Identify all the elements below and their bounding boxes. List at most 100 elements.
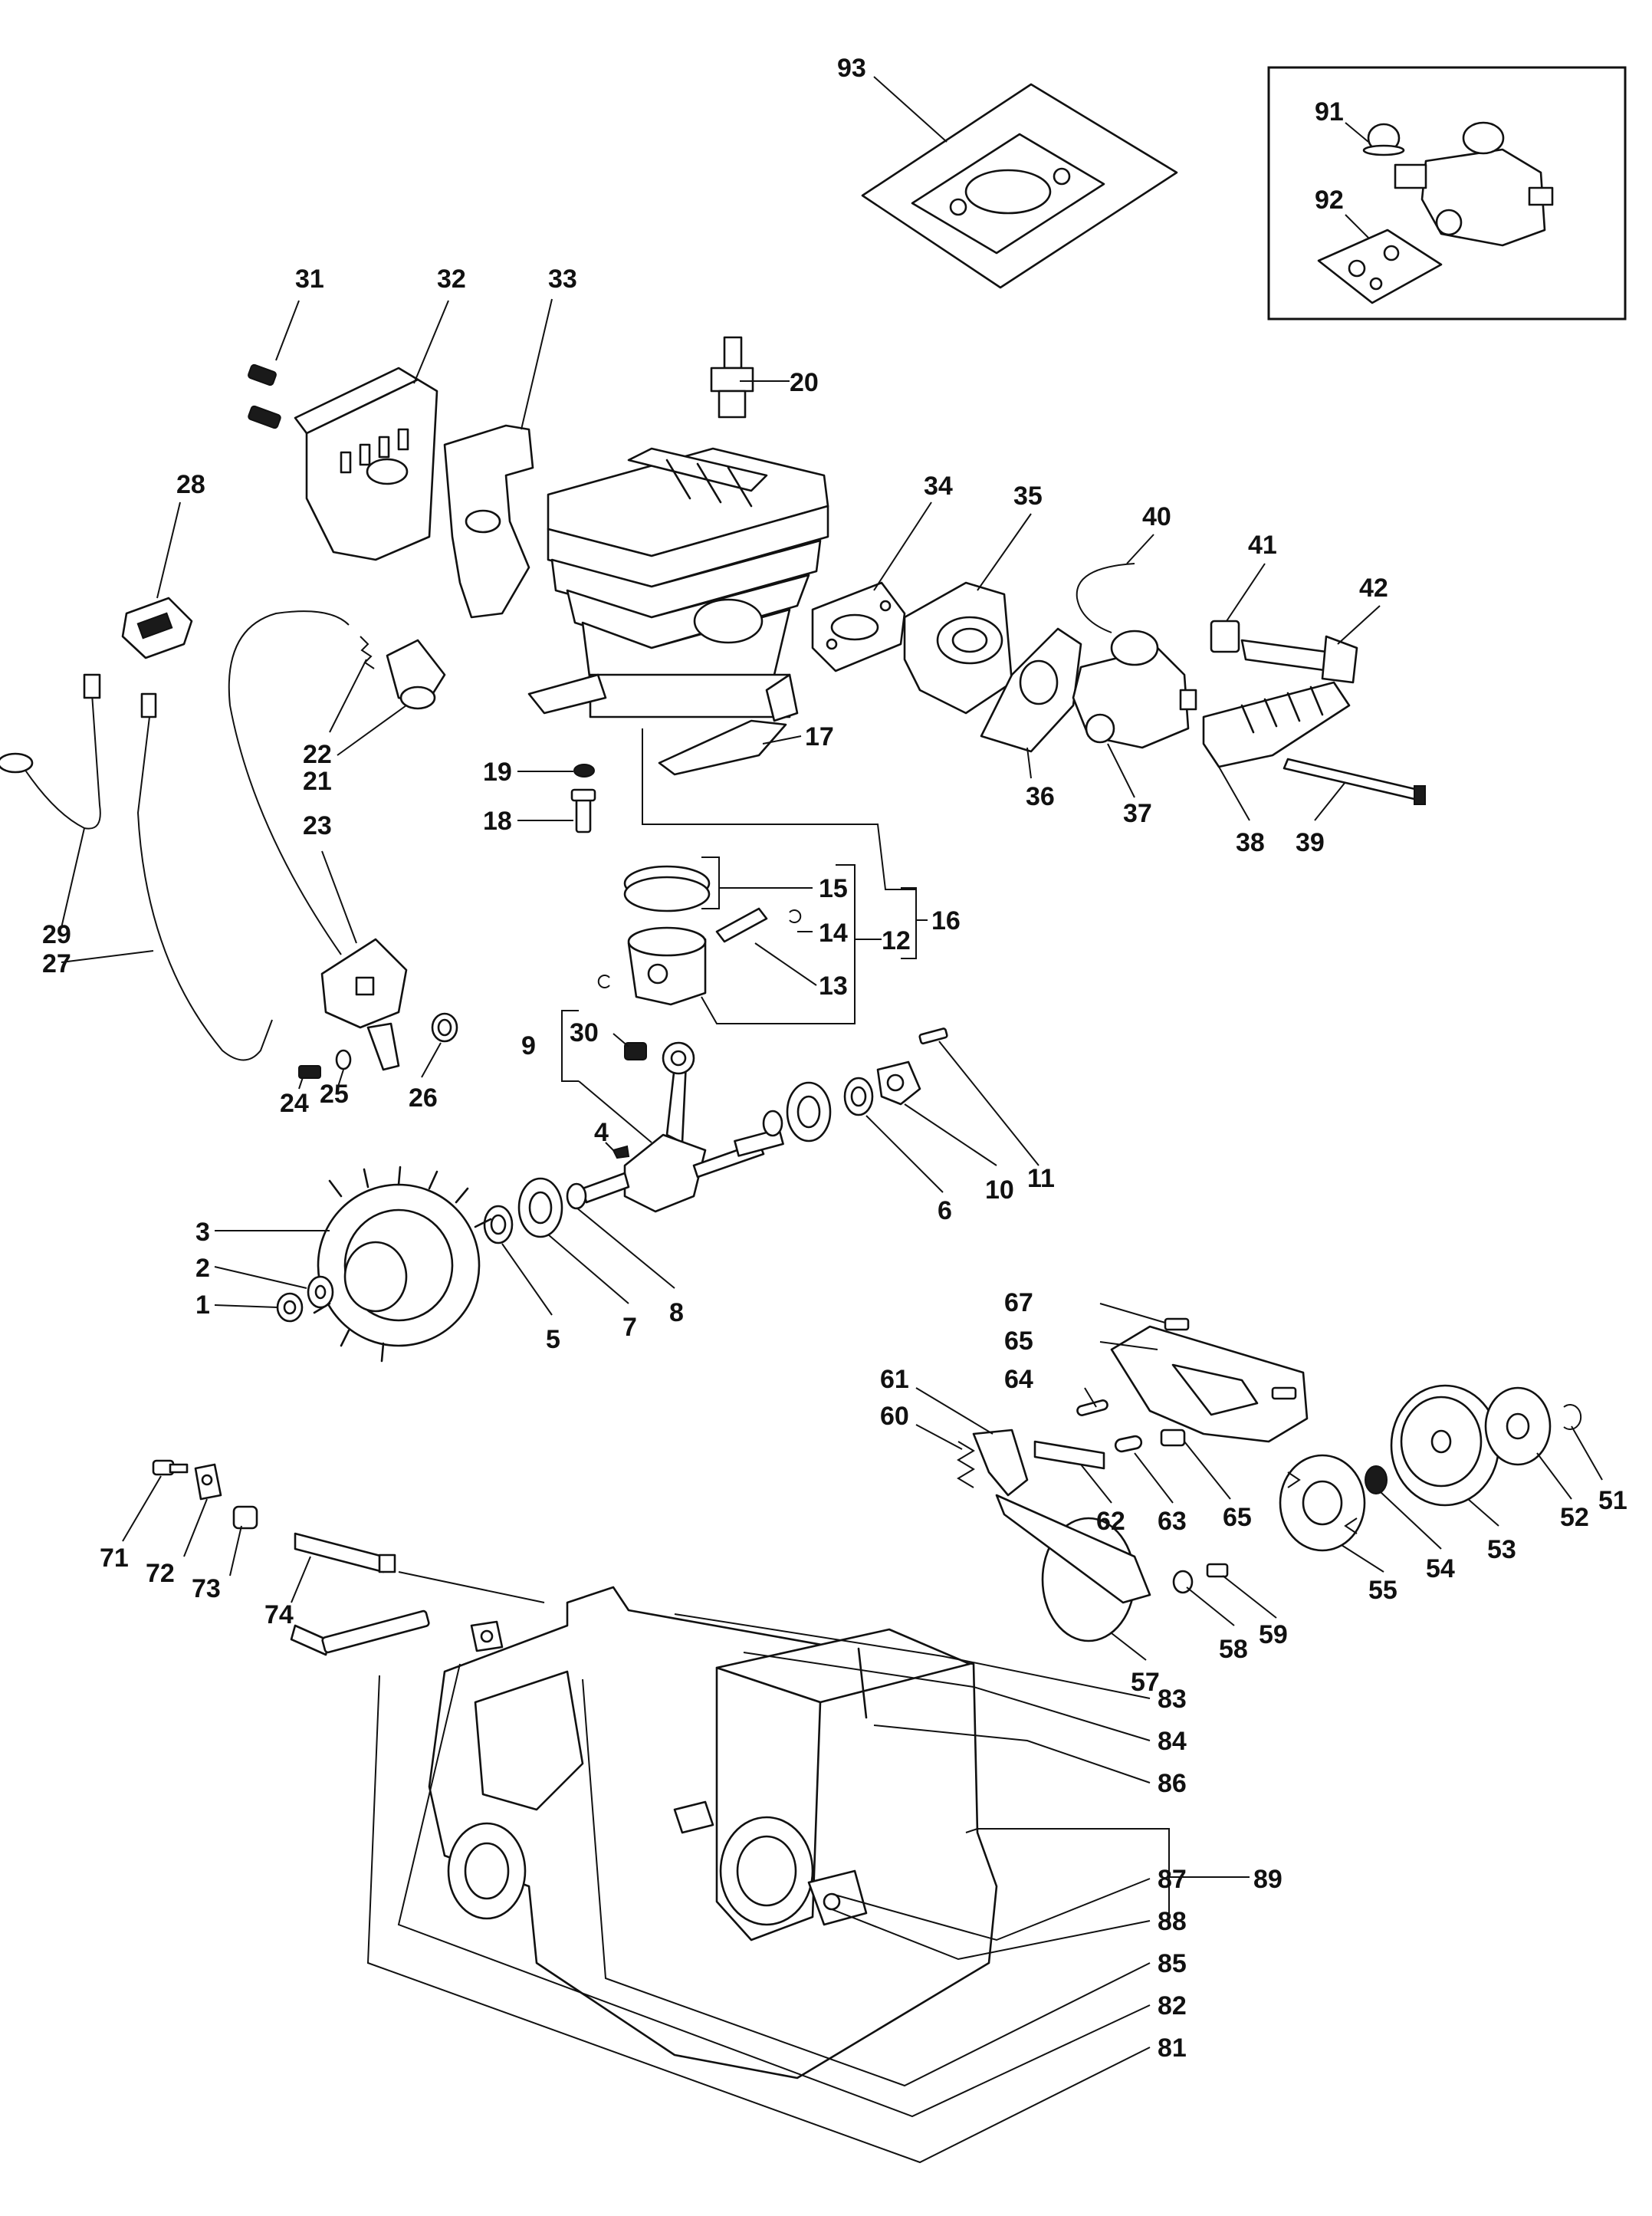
flywheel-washer <box>307 1275 334 1309</box>
clutch-needle-bearing <box>1365 1465 1388 1494</box>
label-3: 3 <box>195 1218 210 1247</box>
label-65-bottom: 65 <box>1223 1503 1252 1532</box>
oil-pump-cam <box>876 1060 921 1106</box>
shim-clutch-side <box>762 1110 783 1137</box>
rim-sprocket <box>1484 1386 1552 1466</box>
cam-screw <box>918 1027 948 1045</box>
flywheel <box>313 1166 492 1363</box>
label-7: 7 <box>622 1313 637 1342</box>
inset-primer-bulb <box>1362 123 1405 156</box>
label-32: 32 <box>437 265 466 294</box>
cylinder <box>527 447 829 722</box>
label-23: 23 <box>303 811 332 840</box>
crank-seal-clutch-side <box>843 1077 874 1116</box>
crankshaft <box>581 1128 784 1213</box>
label-57: 57 <box>1131 1668 1160 1697</box>
piston-pin <box>715 907 768 943</box>
bar-stud <box>290 1609 430 1656</box>
label-53: 53 <box>1487 1535 1516 1564</box>
brake-spring <box>957 1441 975 1488</box>
tensioner-nut <box>232 1505 258 1530</box>
label-92: 92 <box>1315 186 1344 215</box>
brake-cover-screw <box>1164 1317 1297 1400</box>
label-13: 13 <box>819 972 848 1001</box>
label-22: 22 <box>303 740 332 769</box>
label-9: 9 <box>521 1031 536 1060</box>
cylinder-screw-washer <box>573 764 595 778</box>
ignition-lead <box>228 610 350 955</box>
label-33: 33 <box>548 265 577 294</box>
label-67: 67 <box>1004 1288 1033 1317</box>
woodruff-key <box>612 1145 630 1159</box>
label-63: 63 <box>1158 1507 1187 1536</box>
stop-switch <box>121 597 193 659</box>
label-16: 16 <box>931 906 961 935</box>
long-screw <box>1283 758 1426 805</box>
label-52: 52 <box>1560 1503 1589 1532</box>
label-86: 86 <box>1158 1769 1187 1798</box>
spark-plug-cap <box>386 639 446 710</box>
piston-pin-circlip <box>597 909 802 988</box>
connecting-rod <box>662 1041 695 1144</box>
label-60: 60 <box>880 1402 909 1431</box>
label-65-top: 65 <box>1004 1327 1033 1356</box>
brake-pin <box>1076 1399 1108 1416</box>
tensioner-pin <box>294 1532 396 1573</box>
brake-link <box>1033 1440 1105 1470</box>
label-38: 38 <box>1236 828 1265 857</box>
intake-gasket <box>811 581 906 672</box>
clutch <box>1279 1454 1366 1552</box>
inset-gasket-kit <box>1317 229 1443 304</box>
muffler-gasket <box>443 424 534 619</box>
leader-lines <box>61 76 1603 2164</box>
label-26: 26 <box>409 1083 438 1113</box>
earth-cable <box>0 673 101 830</box>
label-35: 35 <box>1013 482 1043 511</box>
label-71: 71 <box>100 1544 129 1573</box>
bearing-flywheel-side <box>517 1177 563 1238</box>
carburetor <box>1072 630 1197 749</box>
crank-seal-flywheel-side <box>483 1205 514 1244</box>
label-15: 15 <box>819 874 848 903</box>
label-89: 89 <box>1253 1865 1283 1894</box>
label-55: 55 <box>1368 1576 1397 1605</box>
piston-rings <box>623 865 711 912</box>
label-6: 6 <box>938 1196 952 1225</box>
coil-washer <box>335 1049 352 1070</box>
label-39: 39 <box>1296 828 1325 857</box>
intake-manifold <box>903 581 1013 715</box>
carburetor-kit-inset-frame <box>1267 66 1627 321</box>
label-24: 24 <box>280 1089 309 1118</box>
muffler <box>294 367 438 561</box>
label-8: 8 <box>669 1298 684 1327</box>
label-37: 37 <box>1123 799 1152 828</box>
label-74: 74 <box>264 1600 294 1629</box>
clutch-drum <box>1390 1384 1500 1507</box>
label-5: 5 <box>546 1325 560 1354</box>
label-41: 41 <box>1248 531 1277 560</box>
cap-spring <box>360 636 375 669</box>
inset-carburetor <box>1394 121 1554 247</box>
label-73: 73 <box>192 1574 221 1603</box>
label-10: 10 <box>985 1175 1014 1205</box>
label-27: 27 <box>42 949 71 978</box>
label-84: 84 <box>1158 1727 1187 1756</box>
label-31: 31 <box>295 265 324 294</box>
label-82: 82 <box>1158 1991 1187 2020</box>
label-81: 81 <box>1158 2034 1187 2063</box>
stud-plate <box>470 1620 504 1652</box>
label-4: 4 <box>594 1118 609 1147</box>
label-64: 64 <box>1004 1365 1033 1394</box>
fuel-hose-clip <box>1076 563 1135 633</box>
label-30: 30 <box>570 1018 599 1047</box>
air-filter-base <box>1202 681 1351 768</box>
choke-lever <box>1210 620 1358 684</box>
crankcase <box>428 1586 998 2080</box>
band-screw <box>1206 1563 1229 1578</box>
cylinder-screw <box>570 788 596 833</box>
chain-brake-cover <box>1110 1325 1309 1443</box>
brake-pivot <box>1160 1429 1186 1447</box>
label-51: 51 <box>1598 1486 1627 1515</box>
